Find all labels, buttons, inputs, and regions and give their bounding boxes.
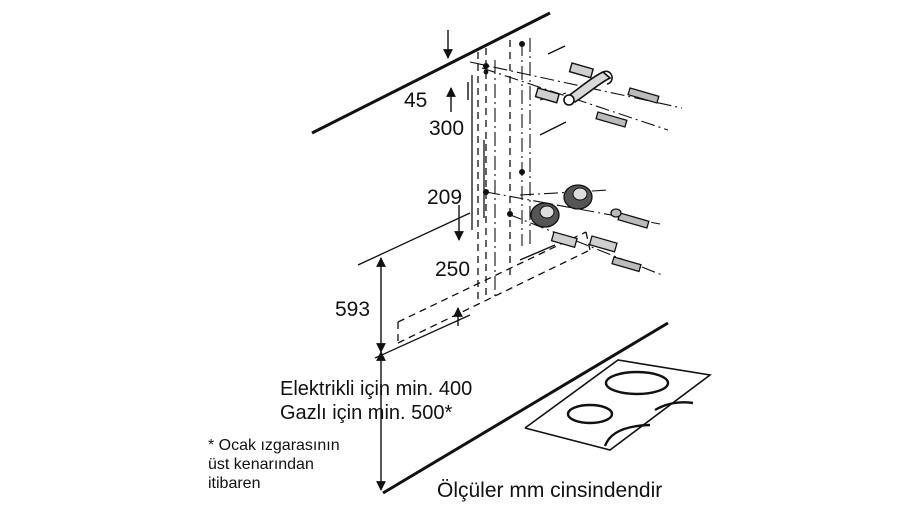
mounting-knob-2: [563, 184, 593, 210]
mounting-knob-1: [530, 202, 560, 228]
units-note: Ölçüler mm cinsindendir: [437, 479, 663, 502]
ceiling-line: [311, 11, 551, 135]
gas-requirement: Gazlı için min. 500*: [280, 402, 453, 424]
footnote-line-3: itibaren: [208, 475, 261, 493]
cooktop: [382, 321, 712, 495]
wall-plugs-upper: [534, 62, 595, 104]
dimension-209: 209: [427, 186, 463, 209]
upper-bracket: [563, 70, 613, 106]
hood-outline: [397, 40, 591, 344]
wall-lines: [357, 75, 485, 359]
dimension-300: 300: [429, 117, 465, 140]
footnote-line-2: üst kenarından: [208, 456, 314, 474]
dimension-arrows: [376, 30, 567, 491]
drill-axis-lines: [469, 38, 683, 300]
wall-plugs-lower: [550, 231, 618, 253]
dimension-250: 250: [435, 258, 471, 281]
footnote: * Ocak ızgarasının üst kenarından itibar…: [208, 436, 340, 494]
screws-lower: [610, 208, 650, 273]
footnote-line-1: * Ocak ızgarasının: [208, 437, 340, 454]
dimension-593: 593: [335, 298, 371, 321]
screws-upper: [595, 87, 660, 128]
dimension-45: 45: [404, 89, 428, 112]
drill-holes: [483, 41, 525, 217]
electric-requirement: Elektrikli için min. 400: [280, 378, 473, 400]
